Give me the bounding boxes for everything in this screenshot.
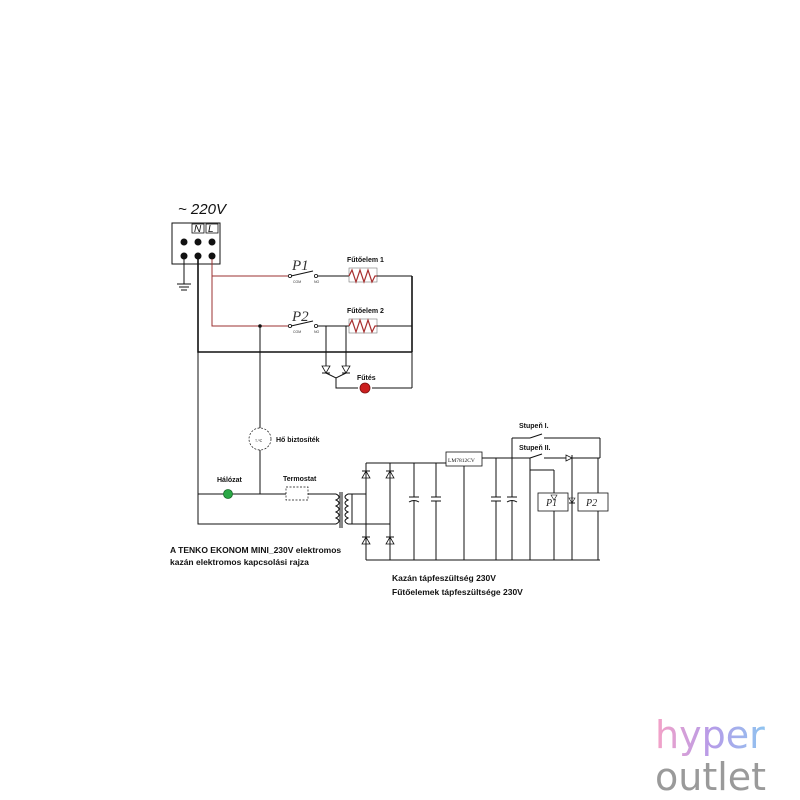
heater-2: Fűtőelem 2: [347, 308, 412, 334]
coil-p1-label: P1: [545, 498, 557, 509]
supply-caption-line-1: Kazán tápfeszültség 230V: [392, 573, 496, 583]
transformer: [334, 492, 352, 528]
voltage-regulator: LM7812CV: [445, 451, 496, 560]
network-lamp-icon: [223, 489, 233, 499]
title-line-1: A TENKO EKONOM MINI_230V elektromos: [170, 545, 341, 555]
brand-logo-part1: hyper: [655, 713, 765, 757]
brand-logo: hyper outlet: [655, 713, 766, 799]
heater-1: Fűtőelem 1: [347, 257, 412, 284]
stage-1-label: Stupeň I.: [519, 423, 549, 430]
fuse-label: Hő biztosíték: [276, 437, 320, 444]
control-wiring: Hálózat Termostat: [197, 352, 336, 525]
supply-caption-line-2: Fűtőelemek tápfeszültsége 230V: [392, 587, 523, 597]
relay-coils: P1 P2: [529, 458, 609, 560]
bridge-rectifier: [351, 462, 600, 561]
neutral-label: N: [194, 224, 202, 235]
heater-2-label: Fűtőelem 2: [347, 308, 384, 315]
filter-capacitors: [408, 462, 446, 560]
fuse-symbol: T-℃: [255, 439, 263, 443]
relay-p1-contact: P1 COM NO: [287, 258, 349, 284]
heating-lamp-icon: [359, 382, 371, 394]
supply-voltage-label: ~ 220V: [178, 201, 228, 218]
coil-p2-label: P2: [585, 498, 597, 509]
network-label: Hálózat: [217, 477, 243, 484]
regulator-label: LM7812CV: [448, 458, 475, 464]
line-label: L: [208, 224, 214, 235]
relay-p1-label: P1: [291, 258, 309, 274]
line-wires: [211, 259, 288, 327]
brand-logo-part2: outlet: [655, 755, 766, 799]
thermostat-icon: [285, 486, 309, 501]
p1-com-label: COM: [293, 280, 301, 284]
relay-p2-label: P2: [291, 309, 309, 325]
heater-1-label: Fűtőelem 1: [347, 257, 384, 264]
relay-p2-contact: P2 COM NO: [287, 309, 349, 334]
heating-indicator-circuit: Fűtés: [321, 326, 413, 394]
p1-no-label: NO: [314, 280, 320, 284]
thermostat-label: Termostat: [283, 476, 317, 483]
stage-2-label: Stupeň II.: [519, 445, 551, 452]
ground-symbol: [177, 259, 191, 291]
title-line-2: kazán elektromos kapcsolási rajza: [170, 557, 309, 567]
heating-label: Fűtés: [357, 375, 376, 382]
stage-switches: Stupeň I. Stupeň II.: [512, 423, 601, 462]
terminal-block: N L: [171, 222, 221, 265]
thermal-fuse: T-℃ Hő biztosíték: [248, 324, 320, 494]
p2-no-label: NO: [314, 330, 320, 334]
p2-com-label: COM: [293, 330, 301, 334]
output-capacitors: [491, 438, 518, 560]
